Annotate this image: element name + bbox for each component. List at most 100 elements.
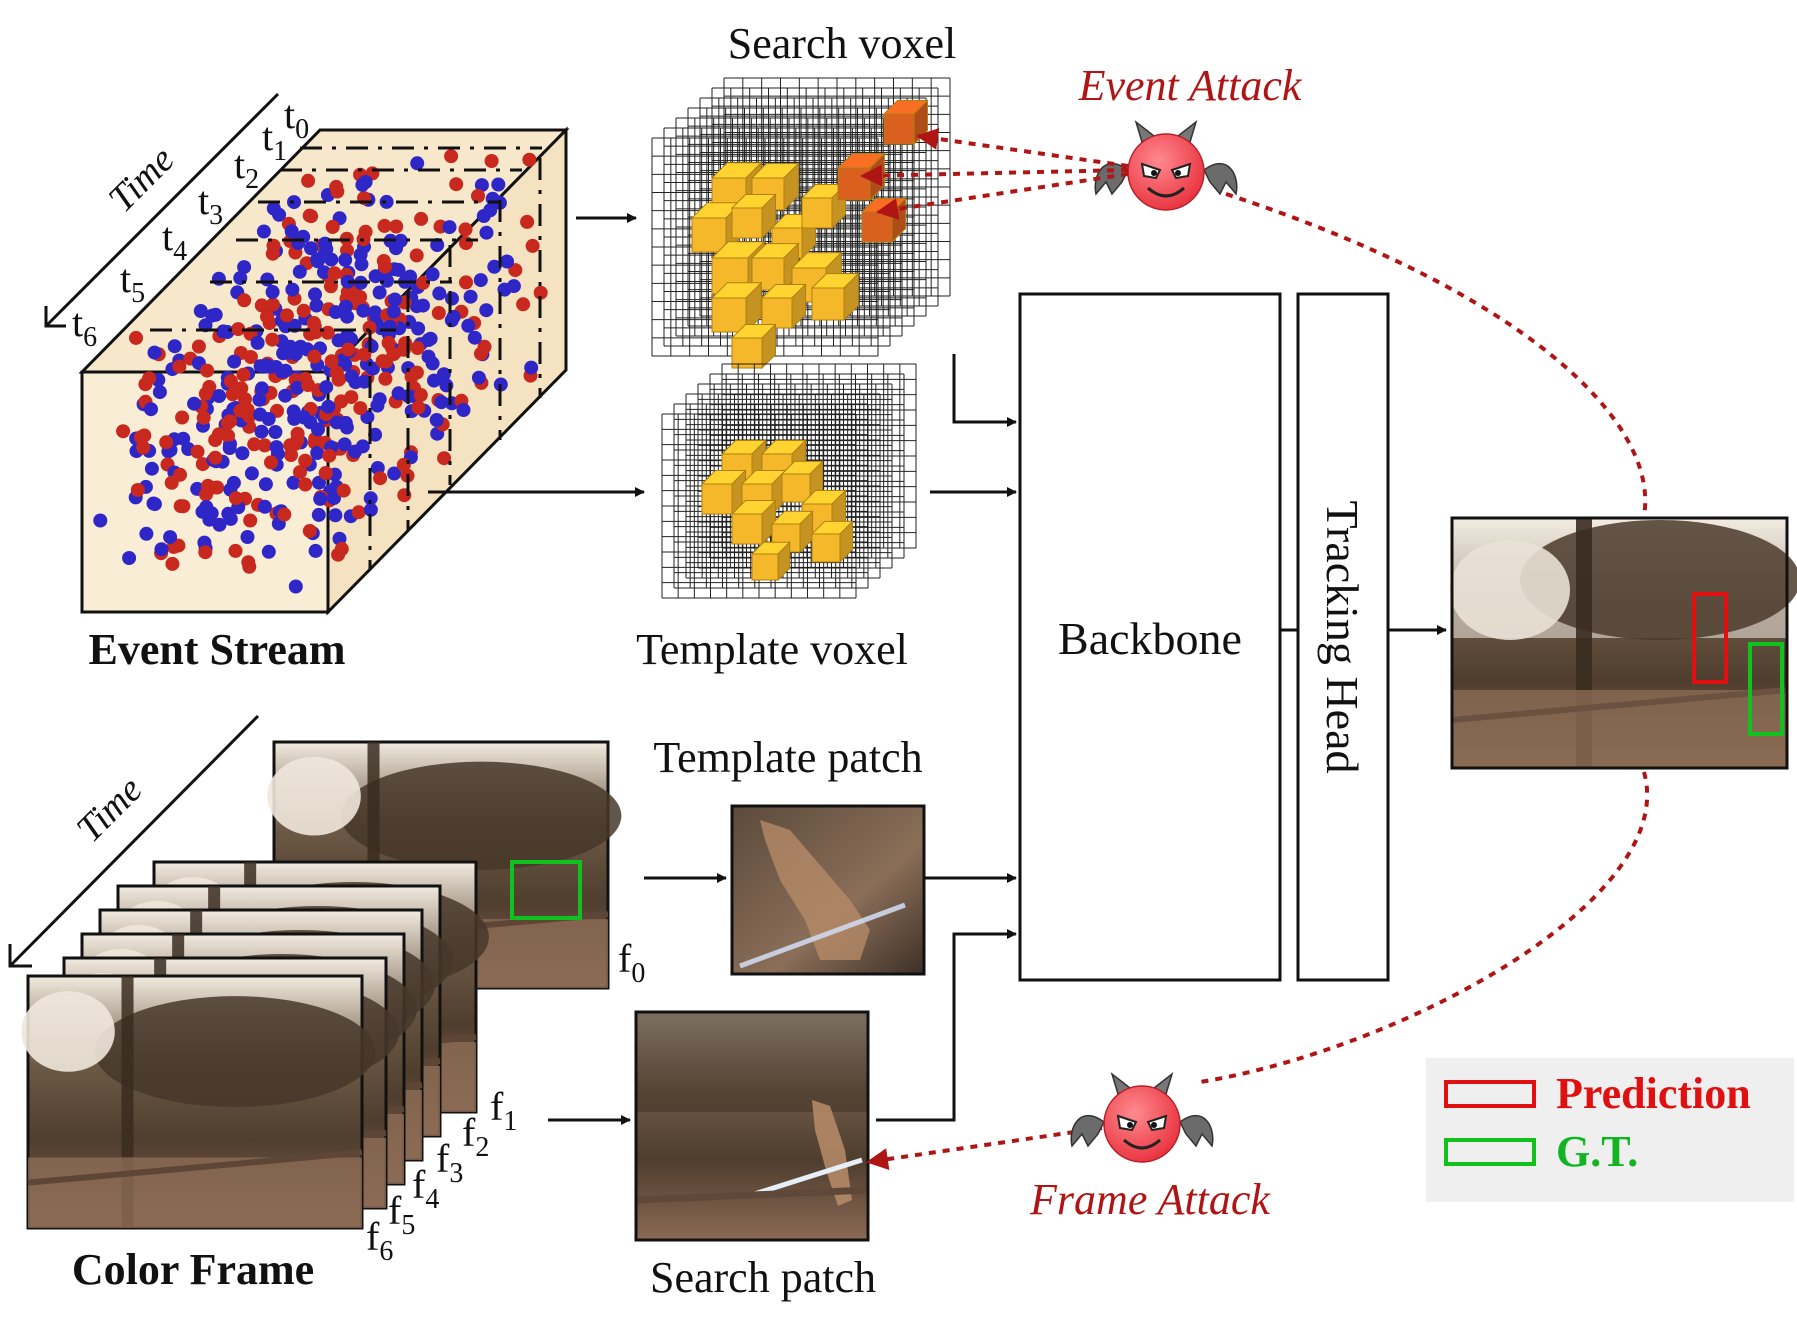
backbone-block [1018,292,1282,982]
event-point [147,497,162,512]
event-point [437,451,452,466]
event-point [358,175,373,189]
event-point [379,194,394,209]
event-point [363,491,378,506]
event-point [357,347,372,362]
event-point [208,307,223,322]
event-point [329,365,344,380]
event-point [244,466,259,481]
event-attack-label: Event Attack [1078,61,1303,110]
event-point [298,453,313,468]
event-point [353,401,368,416]
event-point [296,410,311,425]
event-point [282,345,297,360]
event-point [261,412,276,426]
event-point [216,324,231,339]
event-point [353,290,368,304]
event-point [370,398,385,413]
event-point [211,271,226,286]
event-point [338,299,353,314]
event-point [296,303,311,318]
event-point [340,274,355,289]
event-point [172,359,187,374]
event-point [311,507,326,522]
event-point [236,367,251,382]
event-point [286,404,301,419]
event-point [247,437,262,452]
frame-index-0: f0 [618,936,645,989]
event-point [260,272,275,287]
search-voxel-label: Search voxel [728,19,956,68]
search-patch-label: Search patch [650,1253,876,1302]
event-point [446,309,461,324]
event-point [378,371,393,386]
event-point [387,292,402,307]
event-point [195,457,210,472]
event-point [304,209,319,224]
event-point [411,400,426,415]
event-point [308,543,323,558]
event-point [254,424,269,439]
event-point [425,267,440,282]
event-point [327,266,342,281]
event-point [471,370,486,385]
event-point [144,402,158,417]
prediction-box [1692,592,1728,684]
event-point [410,341,425,355]
event-point [459,275,473,290]
frame-index-1: f1 [490,1084,517,1137]
event-point [309,298,324,313]
event-stream-label: Event Stream [88,625,345,674]
legend-prediction-label: Prediction [1556,1069,1751,1118]
frame-time-axis-line [8,714,260,968]
arrow-search-voxel-to-backbone [952,354,1017,427]
event-point [427,373,441,388]
event-point [278,363,293,378]
event-point [398,336,413,351]
event-point [235,446,250,461]
event-point [193,304,208,318]
event-point [301,378,315,392]
event-point [242,409,257,424]
event-point [336,483,351,498]
event-point [237,293,252,308]
frame-attack: Frame Attack [866,771,1649,1224]
event-time-tick-3: t3 [198,178,223,231]
event-time-tick-5: t5 [120,256,145,309]
event-point [256,224,271,239]
event-point [190,444,205,459]
event-point [298,477,313,492]
event-point [165,556,180,571]
event-point [410,156,425,171]
event-point [373,471,388,486]
event-point [463,289,478,304]
frame-attack-label: Frame Attack [1029,1175,1271,1224]
event-point [288,579,303,594]
event-point [491,177,506,192]
event-point [467,330,482,345]
event-point [221,506,236,521]
event-point [285,282,300,297]
legend-prediction-swatch [1444,1080,1536,1108]
event-point [458,222,473,237]
event-point [351,505,366,520]
event-point [324,252,339,267]
event-point [320,325,335,340]
event-point [137,428,152,443]
template-patch-label: Template patch [653,733,922,782]
event-point [522,152,537,167]
event-point [292,264,307,279]
event-point [147,345,162,360]
event-point [257,438,272,453]
event-point [533,285,548,300]
event-point [154,542,169,557]
event-point [253,359,268,374]
event-point [337,437,352,452]
event-point [237,260,252,275]
event-point [286,475,301,490]
event-point [243,513,258,528]
event-point [229,491,243,506]
event-point [311,422,325,437]
event-point [318,466,333,480]
event-point [474,346,488,361]
